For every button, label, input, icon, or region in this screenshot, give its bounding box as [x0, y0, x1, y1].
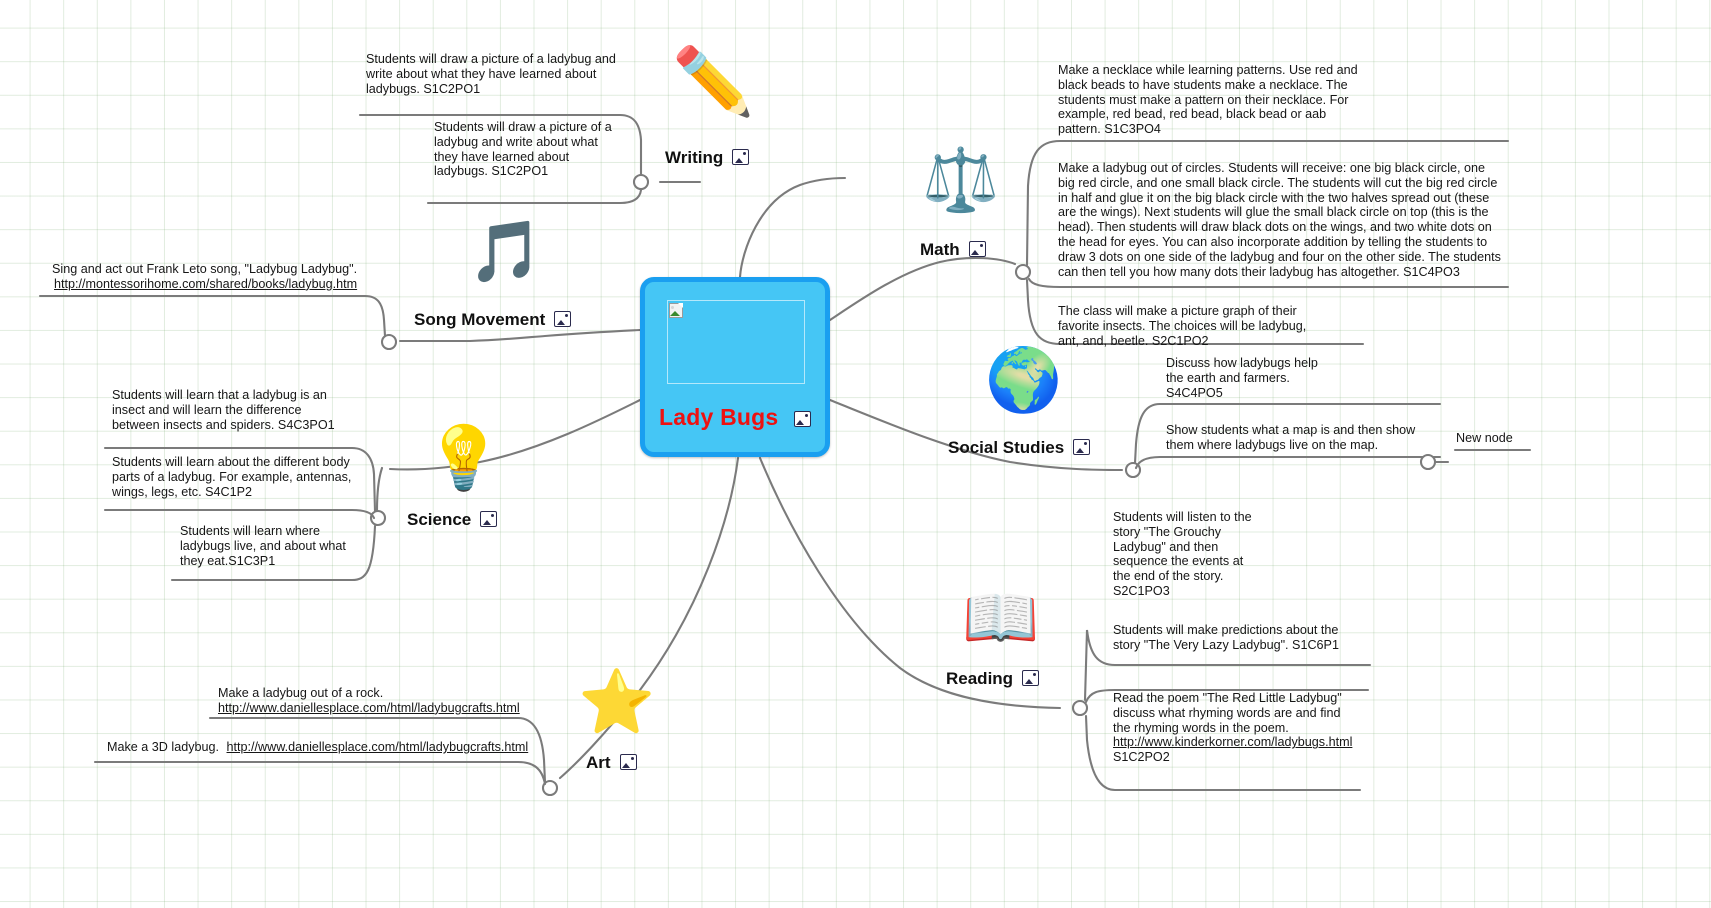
branch-math-label: Math [920, 240, 960, 259]
branch-song-movement[interactable]: Song Movement [414, 310, 572, 330]
leaf-math-1[interactable]: Make a necklace while learning patterns.… [1058, 63, 1358, 137]
branch-song-movement-label: Song Movement [414, 310, 546, 329]
branch-writing-label: Writing [665, 148, 724, 167]
leaf-link[interactable]: http://www.daniellesplace.com/html/ladyb… [218, 700, 520, 715]
edge-central-writing [738, 176, 847, 279]
leaf-reading-1[interactable]: Students will listen to the story "The G… [1113, 510, 1253, 599]
central-title-text: Lady Bugs [659, 404, 779, 430]
image-attachment-icon[interactable] [1022, 670, 1040, 686]
leaf-art-1[interactable]: Make a ladybug out of a rock. http://www… [218, 686, 528, 716]
branch-science[interactable]: Science [407, 510, 498, 530]
edge-science-stem [375, 466, 384, 513]
leaf-text: Students will draw a picture of a ladybu… [366, 52, 616, 96]
balance-scale-icon: ⚖️ [922, 146, 1000, 215]
leaf-text: Make a ladybug out of circles. Students … [1058, 161, 1501, 279]
leaf-text-after: S1C2PO2 [1113, 750, 1170, 765]
image-attachment-icon[interactable] [554, 311, 572, 327]
image-attachment-icon[interactable] [732, 149, 750, 165]
leaf-science-3[interactable]: Students will learn where ladybugs live,… [180, 524, 360, 568]
leaf-link[interactable]: http://www.daniellesplace.com/html/ladyb… [226, 740, 529, 754]
branch-social-studies-label: Social Studies [948, 438, 1065, 457]
leaf-text: Discuss how ladybugs help the earth and … [1166, 356, 1318, 400]
leaf-link[interactable]: http://www.kinderkorner.com/ladybugs.htm… [1113, 735, 1353, 750]
leaf-writing-2[interactable]: Students will draw a picture of a ladybu… [434, 120, 624, 179]
page-title: Lady Bugs [645, 404, 825, 431]
leaf-writing-1[interactable]: Students will draw a picture of a ladybu… [366, 52, 628, 96]
edge-math-leaf-2 [1027, 277, 1510, 289]
edge-art-leaf-2 [93, 760, 547, 786]
leaf-new-node[interactable]: New node [1456, 431, 1576, 446]
branch-reading-label: Reading [946, 669, 1014, 688]
leaf-song-1[interactable]: Sing and act out Frank Leto song, "Ladyb… [52, 262, 382, 292]
image-attachment-icon[interactable] [1073, 439, 1091, 455]
branch-art-label: Art [586, 753, 611, 772]
leaf-text: Students will listen to the story "The G… [1113, 510, 1252, 598]
reading-hub-node [1071, 699, 1089, 717]
branch-social-studies[interactable]: Social Studies [948, 438, 1091, 458]
leaf-text: Show students what a map is and then sho… [1166, 423, 1416, 452]
leaf-text: Students will draw a picture of a ladybu… [434, 120, 612, 179]
branch-art[interactable]: Art [586, 753, 637, 773]
art-hub-node [541, 779, 559, 797]
leaf-science-2[interactable]: Students will learn about the different … [112, 455, 352, 499]
leaf-reading-2[interactable]: Students will make predictions about the… [1113, 623, 1363, 653]
leaf-math-2[interactable]: Make a ladybug out of circles. Students … [1058, 161, 1503, 279]
edge-science-leaf-2 [103, 508, 376, 520]
globe-icon: 🌍 [985, 346, 1063, 415]
song-hub-node [380, 333, 398, 351]
leaf-text: Students will learn about the different … [112, 455, 352, 499]
leaf-science-1[interactable]: Students will learn that a ladybug is an… [112, 388, 352, 432]
writing-hub-node [632, 173, 650, 191]
image-attachment-icon[interactable] [793, 411, 811, 427]
leaf-text: Make a ladybug out of a rock. [218, 686, 384, 700]
leaf-text: Students will learn where ladybugs live,… [180, 524, 346, 568]
image-attachment-icon[interactable] [480, 511, 498, 527]
edge-social-leaf-2 [1134, 455, 1442, 470]
leaf-text: Students will learn that a ladybug is an… [112, 388, 335, 432]
central-node[interactable]: Lady Bugs [640, 277, 830, 457]
star-icon: ⭐ [578, 668, 656, 737]
leaf-text: Sing and act out Frank Leto song, "Ladyb… [52, 262, 358, 276]
social-hub-node [1124, 461, 1142, 479]
lightbulb-icon: 💡 [425, 424, 503, 493]
image-attachment-icon[interactable] [968, 241, 986, 257]
edge-central-math [828, 256, 1017, 322]
branch-reading[interactable]: Reading [946, 669, 1040, 689]
pencil-icon: ✏️ [672, 44, 755, 118]
leaf-text: Make a necklace while learning patterns.… [1058, 63, 1358, 137]
leaf-math-3[interactable]: The class will make a picture graph of t… [1058, 304, 1308, 348]
edge-central-social [828, 398, 1124, 472]
new-node-hub [1419, 453, 1437, 471]
music-note-icon: 🎵 [468, 218, 543, 285]
science-hub-node [369, 509, 387, 527]
leaf-text: New node [1456, 431, 1513, 445]
central-image-frame [667, 300, 805, 384]
leaf-reading-3[interactable]: Read the poem "The Red Little Ladybug" d… [1113, 691, 1361, 765]
leaf-text: Students will make predictions about the… [1113, 623, 1339, 652]
branch-writing[interactable]: Writing [665, 148, 750, 168]
leaf-text: Read the poem "The Red Little Ladybug" d… [1113, 691, 1342, 735]
edge-song-leaf-1 [38, 294, 387, 338]
branch-science-label: Science [407, 510, 472, 529]
leaf-text: Make a 3D ladybug. [107, 740, 220, 754]
branch-math[interactable]: Math [920, 240, 986, 260]
leaf-text: The class will make a picture graph of t… [1058, 304, 1307, 348]
edge-central-song [398, 328, 642, 343]
leaf-social-1[interactable]: Discuss how ladybugs help the earth and … [1166, 356, 1326, 400]
image-attachment-icon[interactable] [619, 754, 637, 770]
broken-image-icon [668, 302, 684, 318]
math-hub-node [1014, 263, 1032, 281]
leaf-link[interactable]: http://montessorihome.com/shared/books/l… [54, 276, 358, 291]
open-book-icon: 📖 [962, 584, 1040, 653]
leaf-social-2[interactable]: Show students what a map is and then sho… [1166, 423, 1416, 453]
edge-writing-leaf-2 [426, 188, 643, 205]
leaf-art-2[interactable]: Make a 3D ladybug. http://www.daniellesp… [107, 740, 557, 755]
